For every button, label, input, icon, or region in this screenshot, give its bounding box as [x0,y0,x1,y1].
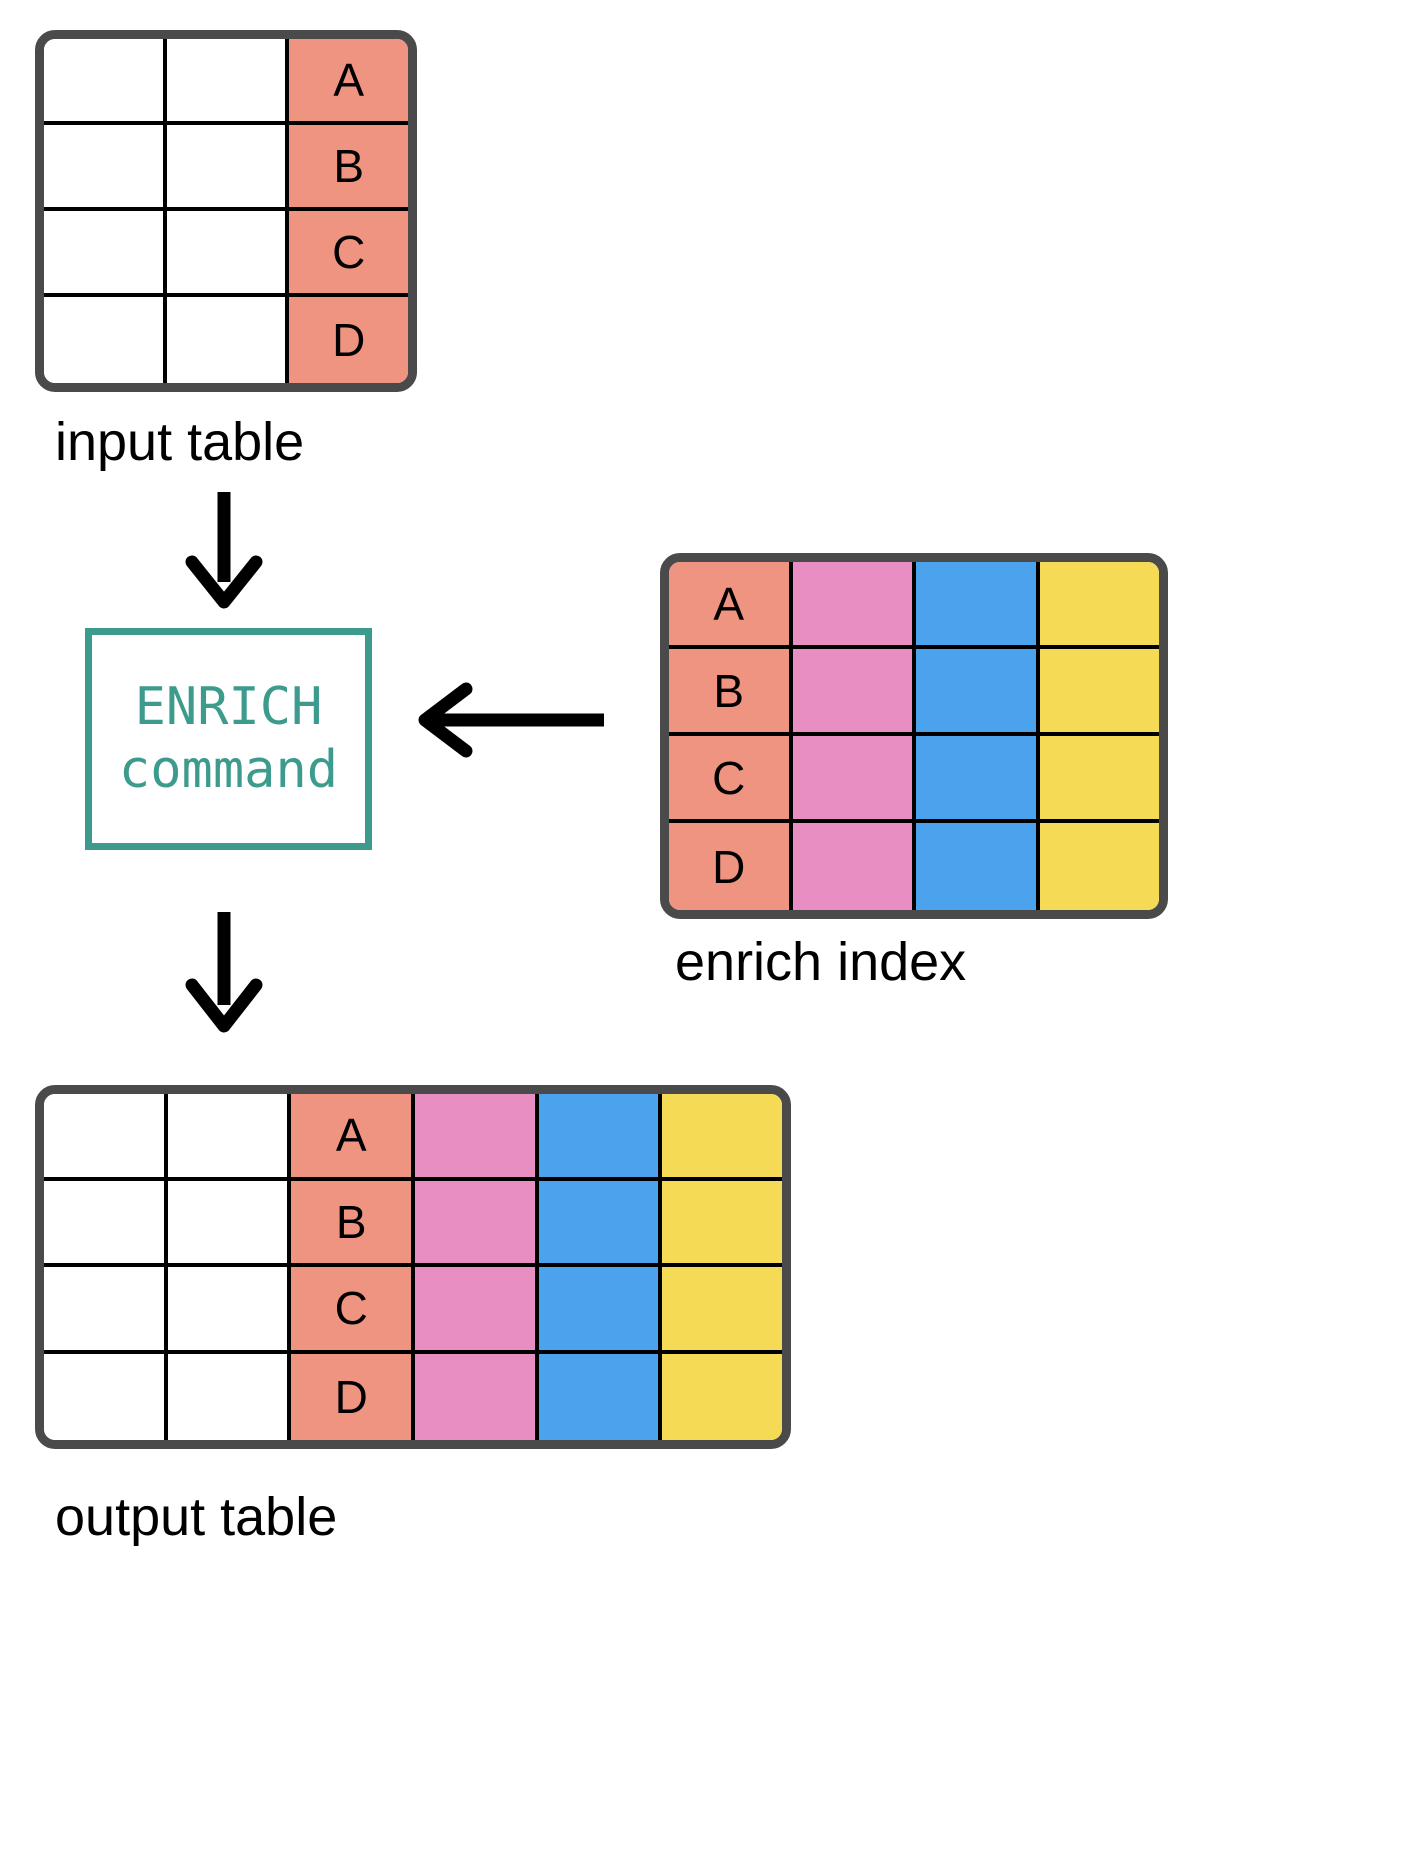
command-label-line2: command [118,740,339,800]
output-cell-r4c4 [415,1353,539,1440]
table-row: D [44,1353,782,1440]
enrich-index-caption: enrich index [675,932,967,992]
index-cell-r3c3 [916,736,1040,823]
index-cell-r4c3 [916,823,1040,910]
output-cell-r4c1 [44,1353,168,1440]
index-cell-r4c4 [1039,823,1159,910]
command-label-line1: ENRICH [134,676,323,737]
output-table: A B C D [35,1085,791,1449]
table-row: B [44,1180,782,1267]
index-cell-r1c1: A [669,562,793,649]
input-cell-r4c1 [44,297,167,383]
output-cell-r2c5 [538,1180,663,1267]
index-cell-r1c2 [792,562,916,649]
table-row: A [44,1094,782,1181]
output-cell-r2c3: B [291,1180,416,1267]
output-cell-r2c4 [415,1180,539,1267]
output-cell-r3c1 [44,1267,168,1354]
arrow-index-to-command [418,682,604,758]
enrich-index-table: A B C D [660,553,1168,919]
table-row: A [44,39,408,125]
index-cell-r2c1: B [669,649,793,736]
input-cell-r3c2 [166,211,290,297]
output-cell-r1c2 [167,1094,292,1181]
output-table-caption: output table [55,1487,338,1547]
input-cell-r2c2 [166,125,290,211]
output-cell-r4c2 [167,1353,292,1440]
table-row: D [669,823,1159,910]
table-row: C [669,736,1159,823]
output-cell-r1c5 [538,1094,663,1181]
output-cell-r3c3: C [291,1267,416,1354]
output-cell-r4c5 [538,1353,663,1440]
input-table-caption: input table [55,412,305,472]
index-cell-r3c1: C [669,736,793,823]
input-cell-r4c2 [166,297,290,383]
output-cell-r4c6 [662,1353,782,1440]
index-cell-r1c3 [916,562,1040,649]
output-cell-r3c2 [167,1267,292,1354]
output-cell-r1c1 [44,1094,168,1181]
output-cell-r2c2 [167,1180,292,1267]
table-row: C [44,211,408,297]
index-cell-r2c2 [792,649,916,736]
index-cell-r3c4 [1039,736,1159,823]
table-row: B [44,125,408,211]
output-cell-r1c6 [662,1094,782,1181]
input-cell-r1c3: A [289,39,408,125]
table-row: C [44,1267,782,1354]
table-row: B [669,649,1159,736]
arrow-command-to-output [185,912,263,1033]
input-cell-r3c1 [44,211,167,297]
input-cell-r4c3: D [289,297,408,383]
index-cell-r2c3 [916,649,1040,736]
index-cell-r3c2 [792,736,916,823]
output-cell-r3c6 [662,1267,782,1354]
output-cell-r1c3: A [291,1094,416,1181]
table-row: D [44,297,408,383]
index-cell-r4c2 [792,823,916,910]
input-cell-r1c1 [44,39,167,125]
output-cell-r2c1 [44,1180,168,1267]
input-cell-r2c3: B [289,125,408,211]
index-cell-r2c4 [1039,649,1159,736]
input-table: A B C D [35,30,417,392]
table-row: A [669,562,1159,649]
output-cell-r3c5 [538,1267,663,1354]
input-cell-r1c2 [166,39,290,125]
input-cell-r3c3: C [289,211,408,297]
output-cell-r1c4 [415,1094,539,1181]
index-cell-r1c4 [1039,562,1159,649]
input-cell-r2c1 [44,125,167,211]
enrich-command-box[interactable]: ENRICH command [85,628,372,850]
output-cell-r3c4 [415,1267,539,1354]
arrow-input-to-command [185,492,263,609]
output-cell-r4c3: D [291,1353,416,1440]
index-cell-r4c1: D [669,823,793,910]
output-cell-r2c6 [662,1180,782,1267]
